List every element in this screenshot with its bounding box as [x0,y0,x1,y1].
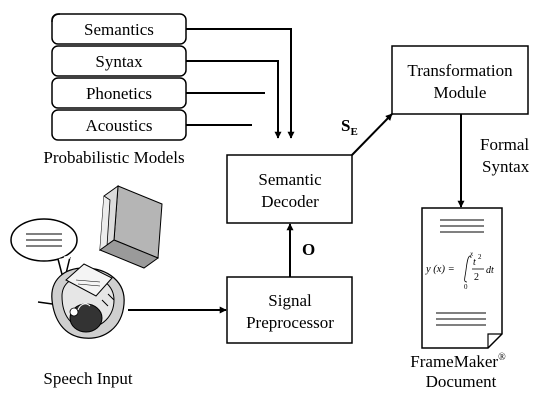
person-icon [51,263,125,339]
document-text-lines [436,219,486,326]
models-caption: Probabilistic Models [43,148,184,167]
integral-sign-icon [464,255,472,283]
layer-label-semantics: Semantics [84,20,154,39]
transformation-label-line2: Module [434,83,487,102]
formula-dt: dt [486,265,494,276]
layer-semantics: Semantics [51,13,187,45]
preprocessor-label-line1: Signal [268,291,312,310]
semantic-decoder-box: Semantic Decoder [226,154,353,224]
label-se-main: S [341,116,350,135]
layer-acoustics: Acoustics [51,109,187,141]
document-caption-main: FrameMaker [410,352,498,371]
formula-upper: x [469,250,474,258]
framemaker-document: y (x) = x 0 t 2 2 dt FrameMaker® Documen… [410,207,506,391]
label-se: SE [341,116,358,138]
layer-phonetics: Phonetics [51,77,187,109]
layer-syntax: Syntax [51,45,187,77]
document-caption-line1: FrameMaker® [410,352,506,371]
layer-label-phonetics: Phonetics [86,84,152,103]
formula-lower: 0 [464,283,468,291]
speech-input-caption: Speech Input [43,369,133,388]
layer-label-syntax: Syntax [95,52,143,71]
monitor-icon [98,184,163,269]
model-connectors [186,28,295,139]
document-formula: y (x) = x 0 t 2 2 dt [425,250,494,291]
label-syntax: Syntax [482,157,530,176]
decoder-label-line2: Decoder [261,192,319,211]
speech-bubble-icon [10,218,78,283]
formula-num: t [473,257,476,268]
arrow-se [351,113,393,156]
preprocessor-label-line2: Preprocessor [246,313,334,332]
registered-mark: ® [498,352,506,363]
formula-lhs: y (x) = [425,264,455,275]
label-se-sub: E [350,126,357,138]
layer-label-acoustics: Acoustics [85,116,152,135]
probabilistic-models-stack: Semantics Syntax Phonetics Acoustics Pro… [43,13,187,167]
label-o: O [302,240,315,259]
formula-exp: 2 [478,253,482,261]
transformation-label-line1: Transformation [407,61,513,80]
label-formal: Formal [480,135,529,154]
decoder-label-line1: Semantic [258,170,322,189]
formula-den: 2 [474,272,479,283]
transformation-module-box: Transformation Module [391,45,529,115]
document-caption-line2: Document [426,372,497,391]
speech-input-illustration: Speech Input [10,184,163,388]
signal-preprocessor-box: Signal Preprocessor [226,276,353,344]
